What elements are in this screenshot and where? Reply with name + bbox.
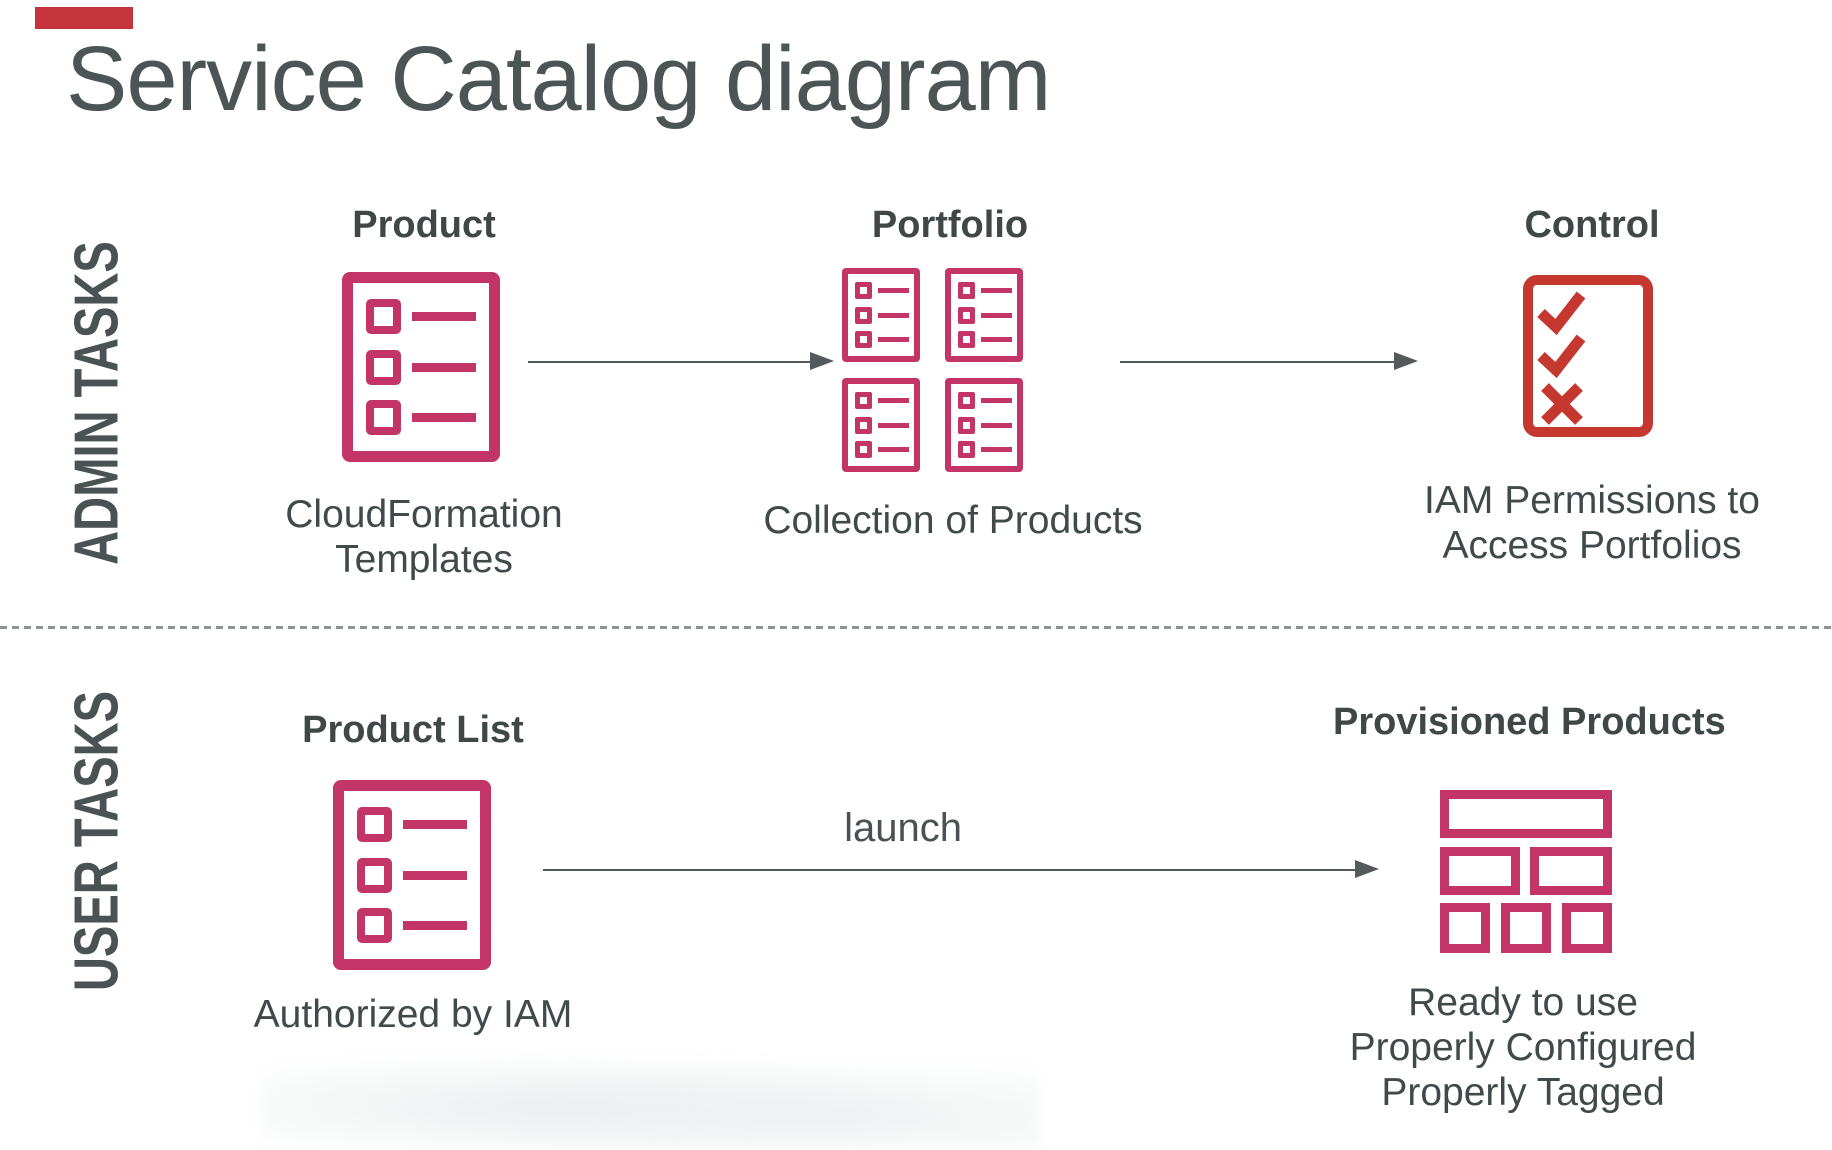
list-line [412, 311, 476, 321]
list-row [366, 298, 489, 334]
product-list-caption: Authorized by IAM [253, 993, 573, 1036]
portfolio-caption: Collection of Products [763, 499, 1143, 542]
page-title: Service Catalog diagram [66, 28, 1051, 130]
product-icon [342, 272, 500, 462]
arrow-shaft [543, 869, 1355, 871]
control-checklist-icon [1523, 275, 1653, 437]
list-bullet-square [357, 806, 392, 842]
provisioned-products-icon [1440, 790, 1612, 953]
portfolio-heading: Portfolio [871, 204, 1029, 246]
product-caption: CloudFormation Templates [285, 493, 563, 581]
list-bullet-square [357, 908, 392, 944]
list-row [357, 908, 480, 944]
mini-list-icon [842, 268, 920, 362]
accent-bar [35, 7, 133, 29]
arrow-head-icon [810, 352, 834, 370]
provisioned-products-heading: Provisioned Products [1333, 701, 1726, 743]
row-divider [0, 626, 1832, 629]
list-line [403, 870, 467, 880]
list-bullet-square [366, 298, 401, 334]
list-bullet-square [366, 400, 401, 436]
brick [1440, 847, 1520, 895]
product-list-icon [333, 780, 491, 970]
mini-list-icon [842, 378, 920, 472]
brick [1501, 903, 1551, 953]
list-line [412, 362, 476, 372]
list-row [366, 400, 489, 436]
arrow-head-icon [1355, 860, 1379, 878]
list-bullet-square [357, 857, 392, 893]
list-line [403, 819, 467, 829]
launch-label: launch [844, 806, 962, 850]
checkmarks-and-x-icon [1537, 291, 1586, 425]
brick [1562, 903, 1612, 953]
brick [1440, 903, 1490, 953]
portfolio-icon [842, 268, 1023, 472]
arrow-shaft [528, 361, 810, 363]
product-list-heading: Product List [302, 709, 524, 751]
list-line [403, 921, 467, 931]
mini-list-icon [945, 268, 1023, 362]
control-caption: IAM Permissions to Access Portfolios [1424, 479, 1760, 567]
provisioned-products-caption: Ready to use Properly Configured Properl… [1349, 981, 1697, 1114]
arrow-shaft [1120, 361, 1394, 363]
list-line [412, 413, 476, 423]
list-row [357, 857, 480, 893]
list-row [357, 806, 480, 842]
list-bullet-square [366, 349, 401, 385]
product-heading: Product [352, 204, 496, 246]
admin-tasks-label: ADMIN TASKS [62, 241, 132, 565]
mini-list-icon [945, 378, 1023, 472]
brick [1440, 790, 1612, 838]
control-heading: Control [1524, 204, 1660, 246]
list-row [366, 349, 489, 385]
brick [1530, 847, 1612, 895]
arrow-head-icon [1394, 352, 1418, 370]
faint-smudge [260, 1040, 1040, 1150]
user-tasks-label: USER TASKS [62, 690, 132, 992]
